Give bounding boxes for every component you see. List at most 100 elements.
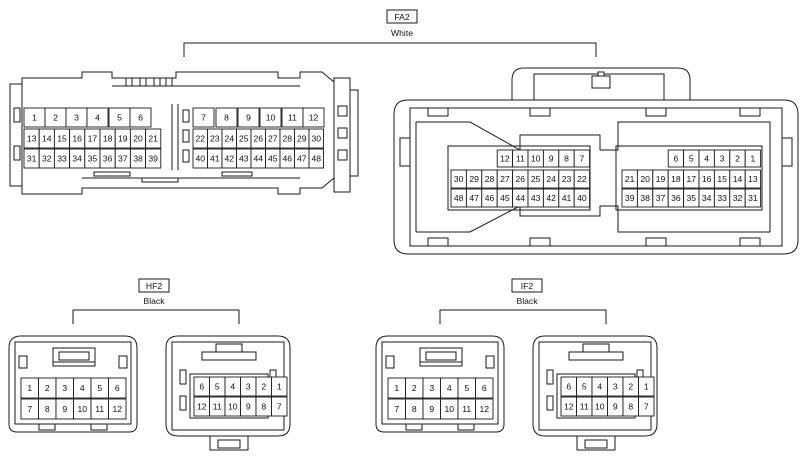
fa2-male-pin: 12 <box>302 107 325 128</box>
if2-male-pin: 11 <box>457 398 476 420</box>
fa2-male-pin: 45 <box>265 148 281 169</box>
fa2-male-pin: 41 <box>207 148 223 169</box>
pin-number: 3 <box>74 113 79 123</box>
hf2-female-pin: 6 <box>193 376 210 397</box>
pin-number: 26 <box>516 174 526 184</box>
pin-number: 5 <box>97 383 102 393</box>
fa2-male-pin: 28 <box>279 128 295 149</box>
fa2-female-pin: 6 <box>667 149 685 168</box>
fa2-male-pin: 39 <box>145 148 162 169</box>
pin-number: 4 <box>80 383 85 393</box>
if2-name: IF2 <box>521 281 534 291</box>
pin-number: 3 <box>720 154 725 164</box>
hf2-female-pin: 12 <box>193 396 210 417</box>
if2-header: IF2 Black <box>439 278 607 324</box>
pin-number: 9 <box>549 154 554 164</box>
pin-number: 8 <box>564 154 569 164</box>
pin-number: 1 <box>277 382 282 392</box>
pin-number: 10 <box>595 402 605 412</box>
pin-number: 9 <box>246 402 251 412</box>
pin-number: 25 <box>531 174 541 184</box>
pin-number: 23 <box>562 174 572 184</box>
pin-number: 28 <box>485 174 495 184</box>
fa2-male-pin: 5 <box>108 107 131 128</box>
hf2-female-pin: 9 <box>240 396 257 417</box>
fa2-male-pin: 27 <box>265 128 281 149</box>
pin-number: 46 <box>282 154 292 164</box>
fa2-male-pin: 33 <box>53 148 71 169</box>
pin-number: 29 <box>469 174 479 184</box>
fa2-male-pin: 29 <box>294 128 310 149</box>
if2-female-pin: 12 <box>560 396 577 417</box>
fa2-male-pin: 34 <box>69 148 86 169</box>
fa2-female-pin: 45 <box>496 188 514 208</box>
fa2-female-pin: 11 <box>512 149 529 168</box>
fa2-male-pin: 3 <box>65 107 88 128</box>
pin-number: 2 <box>45 383 50 393</box>
fa2-female-pin: 31 <box>744 188 762 208</box>
fa2-male-pin: 24 <box>221 128 237 149</box>
pin-number: 18 <box>671 174 681 184</box>
fa2-female-pin: 36 <box>667 188 685 208</box>
fa2-male-pin: 42 <box>221 148 237 169</box>
pin-number: 12 <box>564 402 574 412</box>
pin-number: 5 <box>117 113 122 123</box>
pin-number: 13 <box>27 134 37 144</box>
fa2-male-pin: 22 <box>192 128 208 149</box>
pin-number: 4 <box>447 383 452 393</box>
pin-number: 27 <box>268 134 278 144</box>
pin-number: 11 <box>95 404 104 414</box>
pin-number: 9 <box>429 404 434 414</box>
hf2-female-pin: 8 <box>255 396 272 417</box>
pin-number: 33 <box>57 154 67 164</box>
if2-female-pin: 8 <box>622 396 639 417</box>
pin-number: 38 <box>640 193 650 203</box>
pin-number: 4 <box>704 154 709 164</box>
fa2-female-pin: 5 <box>683 149 700 168</box>
hf2-name: HF2 <box>146 281 162 291</box>
pin-number: 33 <box>717 193 727 203</box>
pin-number: 7 <box>277 402 282 412</box>
pin-number: 38 <box>133 154 143 164</box>
fa2-female-pin: 16 <box>698 169 715 189</box>
pin-number: 10 <box>77 404 87 414</box>
pin-number: 22 <box>577 174 587 184</box>
fa2-female-pin: 1 <box>744 149 762 168</box>
fa2-male-pin: 32 <box>38 148 55 169</box>
fa2-male-pin: 19 <box>114 128 131 149</box>
pin-number: 7 <box>580 154 585 164</box>
fa2-female-pin: 9 <box>542 149 560 168</box>
hf2-female-pin: 1 <box>271 376 288 397</box>
pin-number: 24 <box>224 134 234 144</box>
pin-number: 3 <box>246 382 251 392</box>
pin-number: 47 <box>469 193 479 203</box>
pin-number: 1 <box>644 382 649 392</box>
pin-number: 1 <box>394 383 399 393</box>
pin-number: 29 <box>297 134 307 144</box>
fa2-female-pin: 20 <box>636 169 654 189</box>
pin-number: 7 <box>394 404 399 414</box>
pin-number: 5 <box>464 383 469 393</box>
fa2-male-pin: 47 <box>294 148 310 169</box>
fa2-female-pin: 29 <box>465 169 483 189</box>
pin-number: 2 <box>412 383 417 393</box>
pin-number: 5 <box>215 382 220 392</box>
pin-number: 44 <box>253 154 263 164</box>
pin-number: 37 <box>118 154 128 164</box>
if2-female-pin: 10 <box>591 396 608 417</box>
pin-number: 25 <box>239 134 249 144</box>
pin-number: 44 <box>516 193 526 203</box>
pin-number: 15 <box>57 134 67 144</box>
pin-number: 41 <box>210 154 220 164</box>
hf2-male-pin: 7 <box>20 398 39 420</box>
pin-number: 2 <box>735 154 740 164</box>
pin-number: 41 <box>562 193 572 203</box>
hf2-male-pin: 2 <box>38 377 57 399</box>
fa2-bracket <box>183 42 597 57</box>
fa2-female-pin: 48 <box>450 188 467 208</box>
pin-number: 11 <box>213 402 222 412</box>
pin-number: 8 <box>628 402 633 412</box>
